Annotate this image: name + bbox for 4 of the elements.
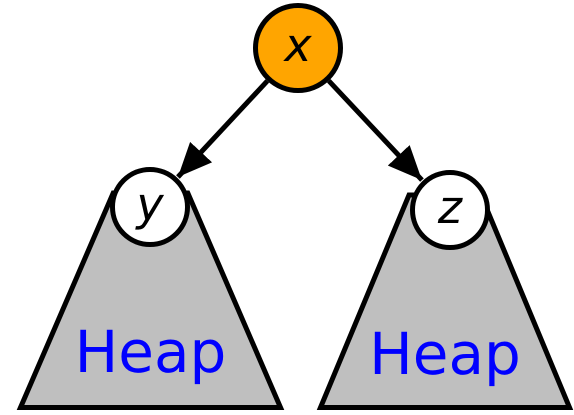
- arrow: [326, 79, 424, 182]
- node-label: z: [438, 184, 462, 230]
- node-label: x: [284, 22, 312, 68]
- arrow: [176, 79, 270, 179]
